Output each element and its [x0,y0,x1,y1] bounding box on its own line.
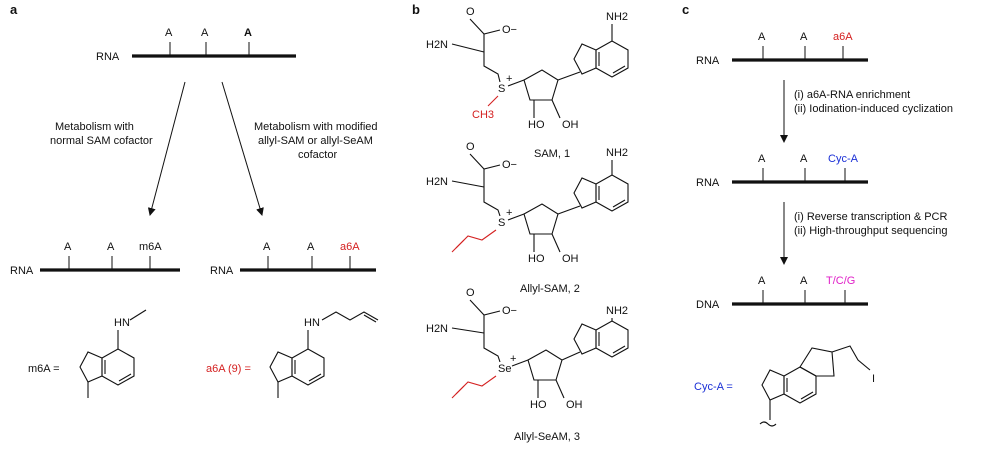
top-mark-3: A [244,27,252,39]
allyl-sam-o-minus: O− [502,159,517,171]
m6A-equation: m6A = [28,363,60,375]
right-mark-2: A [307,241,315,253]
caption-normal-2: normal SAM cofactor [50,135,153,147]
arrow-normal [147,81,186,216]
a6A-structure: a6A (9) = HN [206,311,379,398]
right-mark-1: A [263,241,271,253]
allyl-sam-structure: O O− H2N S + HO OH NH2 Allyl-SAM, 2 [426,141,629,295]
c-rna-strand-1: RNA A A a6A [696,31,868,67]
c-rna-strand-2: RNA A A Cyc-A [696,153,868,189]
c-step1-line2: (ii) Iodination-induced cyclization [794,103,953,115]
c-mark-3-2: A [800,275,808,287]
a6A-hn: HN [304,317,320,329]
allyl-seam-plus: + [510,353,516,365]
sam-caption: SAM, 1 [534,148,570,160]
m6A-hn: HN [114,317,130,329]
c-mark-1-2: A [800,31,808,43]
c-mark-3-1: A [758,275,766,287]
allyl-seam-oh: OH [566,399,583,411]
c-mark-1-1: A [758,31,766,43]
sam-o-minus: O− [502,24,517,36]
allyl-sam-nh2: NH2 [606,147,628,159]
allyl-seam-structure: O O− H2N Se + HO OH NH2 Allyl-SeAM, 3 [426,287,629,443]
c-rna-label-2: RNA [696,177,720,189]
top-rna-strand: RNA A A A [96,27,296,63]
allyl-sam-o: O [466,141,475,153]
c-rna-label-1: RNA [696,55,720,67]
sam-plus: + [506,73,512,85]
left-mark-1: A [64,241,72,253]
panel-a: a RNA A A A Metabolism with normal SAM c… [10,2,379,398]
c-step2-line2: (ii) High-throughput sequencing [794,225,947,237]
caption-mod-1: Metabolism with modified [254,121,378,133]
sam-ch3: CH3 [472,109,494,121]
left-mark-3: m6A [139,241,162,253]
allyl-sam-plus: + [506,207,512,219]
c-dna-strand: DNA A A T/C/G [696,275,868,311]
panel-b-letter: b [412,2,420,17]
sam-s: S [498,83,505,95]
left-rna-strand: RNA A A m6A [10,241,180,277]
top-mark-1: A [165,27,173,39]
allyl-seam-ho: HO [530,399,547,411]
arrow-modified [221,81,264,216]
sam-oh: OH [562,119,579,131]
sam-h2n: H2N [426,39,448,51]
allyl-seam-nh2: NH2 [606,305,628,317]
top-rna-label: RNA [96,51,120,63]
c-step1-line1: (i) a6A-RNA enrichment [794,89,910,101]
caption-mod-3: cofactor [298,149,337,161]
right-mark-3: a6A [340,241,360,253]
cyc-a-iodine: I [872,373,875,385]
allyl-sam-ho: HO [528,253,545,265]
allyl-sam-h2n: H2N [426,176,448,188]
allyl-seam-o-minus: O− [502,305,517,317]
left-rna-label: RNA [10,265,34,277]
c-mark-1-3: a6A [833,31,853,43]
c-step2-line1: (i) Reverse transcription & PCR [794,211,947,223]
cyc-a-equation: Cyc-A = [694,381,733,393]
a6A-equation: a6A (9) = [206,363,251,375]
panel-c: c RNA A A a6A (i) a6A-RNA enrichment (ii… [682,2,953,427]
allyl-seam-o: O [466,287,475,299]
allyl-seam-se: Se [498,363,511,375]
c-mark-2-2: A [800,153,808,165]
allyl-seam-caption: Allyl-SeAM, 3 [514,431,580,443]
m6A-structure: m6A = HN [28,309,147,398]
allyl-sam-oh: OH [562,253,579,265]
top-mark-2: A [201,27,209,39]
sam-ho: HO [528,119,545,131]
caption-mod-2: allyl-SAM or allyl-SeAM [258,135,373,147]
allyl-sam-caption: Allyl-SAM, 2 [520,283,580,295]
sam-nh2: NH2 [606,11,628,23]
c-dna-label: DNA [696,299,720,311]
sam-structure: O O− H2N S + CH3 HO OH NH2 SAM, 1 [426,6,629,160]
panel-c-letter: c [682,2,689,17]
panel-a-letter: a [10,2,18,17]
allyl-seam-h2n: H2N [426,323,448,335]
right-rna-strand: RNA A A a6A [210,241,376,277]
sam-o: O [466,6,475,18]
c-mark-2-1: A [758,153,766,165]
caption-normal-1: Metabolism with [55,121,134,133]
panel-b: b O O− H2N S + CH3 HO OH NH2 SAM, 1 [412,2,629,443]
right-rna-label: RNA [210,265,234,277]
left-mark-2: A [107,241,115,253]
cyc-a-structure: Cyc-A = I [694,345,875,427]
allyl-sam-s: S [498,217,505,229]
c-mark-2-3: Cyc-A [828,153,859,165]
c-mark-3-3: T/C/G [826,275,855,287]
